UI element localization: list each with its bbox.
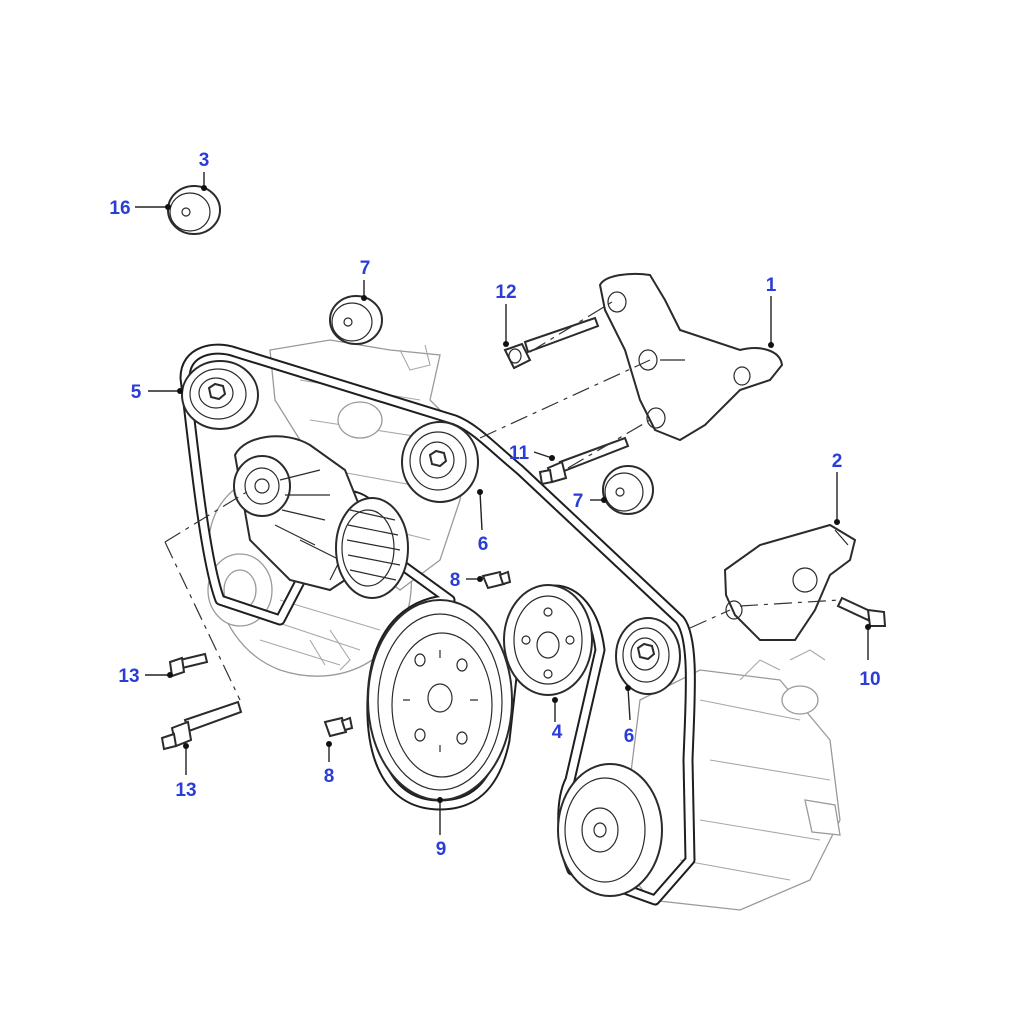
idler-pulley-6-upper <box>401 421 479 503</box>
callout-6-upper: 6 <box>478 534 489 555</box>
callout-3: 3 <box>199 150 210 171</box>
idler-pulley-5 <box>181 360 259 430</box>
callout-9: 9 <box>436 839 447 860</box>
bolt-13-short <box>168 652 209 678</box>
callout-13-long: 13 <box>175 780 196 801</box>
bolt-13-long <box>160 700 243 751</box>
bolt-8-upper <box>481 570 512 590</box>
callout-2: 2 <box>832 451 843 472</box>
leader-lines <box>135 172 869 835</box>
callout-8-upper: 8 <box>450 570 461 591</box>
callout-6-lower: 6 <box>624 726 635 747</box>
mounting-bracket-2 <box>723 523 857 641</box>
callout-labels: 1 2 3 4 5 6 6 7 7 8 8 9 10 11 12 13 13 1… <box>109 150 880 860</box>
ac-compressor-ghost <box>619 649 841 911</box>
callout-10: 10 <box>859 669 880 690</box>
callout-1: 1 <box>766 275 777 296</box>
ac-compressor-clutch <box>557 763 663 897</box>
water-pump-pulley-4 <box>503 584 593 696</box>
bolt-8-lower <box>323 716 354 738</box>
assembly-centerlines <box>164 301 841 701</box>
bolt-12 <box>503 316 600 370</box>
callout-5: 5 <box>131 382 142 403</box>
callout-4: 4 <box>552 722 563 743</box>
callout-16: 16 <box>109 198 130 219</box>
callout-8-lower: 8 <box>324 766 335 787</box>
callout-11: 11 <box>509 443 530 464</box>
alternator-pulley <box>335 497 409 599</box>
callout-7-upper: 7 <box>360 258 371 279</box>
dust-cap-3 <box>167 185 221 235</box>
leader-dots <box>165 185 871 803</box>
dust-cap-7-lower <box>602 465 654 515</box>
callout-13-short: 13 <box>118 666 139 687</box>
dust-cap-7-upper <box>329 295 383 345</box>
mounting-bracket-1 <box>598 272 784 442</box>
idler-pulley-6-lower <box>615 617 681 695</box>
callout-7-lower: 7 <box>573 491 584 512</box>
callout-12: 12 <box>495 282 516 303</box>
belt-tensioner <box>233 435 367 592</box>
bolt-10 <box>836 596 887 627</box>
crankshaft-pulley-9 <box>367 599 513 801</box>
